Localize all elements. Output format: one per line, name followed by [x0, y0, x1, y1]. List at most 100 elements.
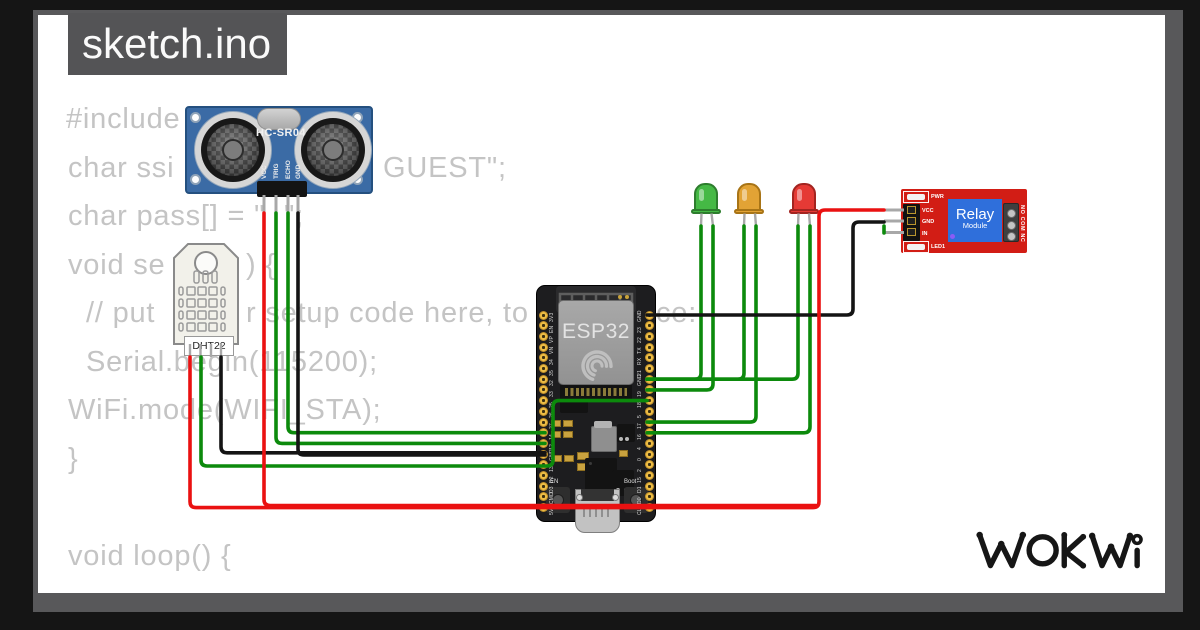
esp32-smd-dot — [625, 437, 629, 441]
esp32-pin-label: 5 — [637, 415, 643, 419]
esp32-pin[interactable] — [644, 481, 654, 491]
esp32-pin[interactable] — [539, 374, 548, 384]
esp32-pin-label: 22 — [637, 337, 643, 344]
esp32-pin[interactable] — [539, 471, 548, 480]
esp32-pin[interactable] — [539, 310, 548, 320]
esp32-pin[interactable] — [644, 406, 654, 416]
esp32-pin-label: 5V — [548, 508, 555, 515]
code-text: GUEST"; — [383, 151, 507, 184]
dht22-label: DHT22 — [184, 336, 234, 356]
esp32-label: ESP32 — [562, 320, 630, 343]
esp32-usb-top — [581, 489, 614, 501]
esp32-pin[interactable] — [539, 449, 548, 459]
esp32-pin-label: 26 — [548, 412, 555, 419]
esp32-pin-label: 3V3 — [548, 312, 555, 323]
esp32-pin[interactable] — [539, 342, 548, 352]
dht22-body[interactable] — [171, 241, 241, 347]
code-text: char ssi — [68, 151, 175, 184]
yellow-led[interactable] — [734, 183, 764, 214]
hcsr04-screw-hole — [190, 174, 201, 185]
relay-subtitle: Module — [962, 221, 988, 230]
esp32-pin-label: 35 — [548, 369, 555, 376]
esp32-regulator-tab — [594, 421, 612, 428]
esp32-pin[interactable] — [644, 374, 654, 384]
esp32-pin[interactable] — [644, 364, 654, 373]
hcsr04-pin-label: GND — [295, 164, 302, 179]
code-text: } — [68, 442, 79, 475]
esp32-pin[interactable] — [644, 385, 654, 395]
esp32-pin-label: D2 — [548, 475, 555, 483]
esp32-pin[interactable] — [644, 438, 654, 448]
esp32-pin[interactable] — [539, 417, 548, 427]
esp32-pin-label: 27 — [548, 423, 555, 429]
esp32-boot-label: Boot — [624, 479, 637, 485]
relay-screw-terminal — [1003, 203, 1019, 242]
hcsr04-transducer-right — [294, 111, 372, 189]
esp32-pin-label: GND — [548, 449, 555, 462]
relay-pwr-resistor — [903, 191, 929, 203]
relay-led1-component — [903, 241, 929, 253]
relay-pwr-label: PWR — [931, 194, 944, 200]
esp32-pin[interactable] — [539, 364, 548, 373]
esp32-pin[interactable] — [644, 428, 654, 438]
esp32-pin[interactable] — [539, 406, 548, 416]
esp32-pin-label: 15 — [637, 476, 643, 483]
esp32-usb-screw — [576, 494, 583, 501]
esp32-pin-label: 0 — [637, 458, 643, 462]
esp32-pin-label: EN — [548, 325, 555, 333]
esp32-pin[interactable] — [644, 353, 654, 363]
relay-module-box: Relay Module — [948, 199, 1002, 242]
esp32-pin[interactable] — [644, 321, 654, 331]
code-text: #include — [66, 103, 181, 135]
esp32-pin-label: RX — [637, 357, 643, 365]
relay-pin-label: IN — [922, 230, 928, 237]
esp32-pin[interactable] — [644, 310, 654, 320]
esp32-pin-label: 32 — [548, 380, 555, 387]
esp32-pin-label: 18 — [637, 401, 643, 408]
esp32-pin-label: 14 — [548, 433, 555, 440]
relay-pin-pad — [907, 206, 916, 214]
relay-pin-label: VCC — [922, 207, 934, 214]
esp32-smd — [564, 455, 574, 462]
esp32-regulator — [591, 426, 617, 452]
esp32-pin[interactable] — [539, 481, 548, 491]
esp32-pin[interactable] — [644, 331, 654, 341]
esp32-usb-screw — [612, 494, 619, 501]
sketch-title: sketch.ino — [68, 13, 287, 75]
esp32-pin[interactable] — [539, 438, 548, 448]
red-led[interactable] — [789, 183, 819, 214]
esp32-pin[interactable] — [644, 342, 654, 352]
esp32-pin-label: 4 — [637, 447, 643, 451]
hcsr04-pin-header — [257, 181, 307, 197]
esp32-smd-block — [560, 396, 588, 413]
esp32-pin-label: D0 — [637, 497, 643, 504]
esp32-pin[interactable] — [539, 331, 548, 341]
esp32-smd-dot — [619, 437, 623, 441]
esp32-pin[interactable] — [644, 492, 654, 502]
esp32-pin-label: CMD — [548, 491, 555, 504]
esp32-pin-label: 23 — [637, 326, 643, 333]
hcsr04-pin-label: TRIG — [273, 163, 280, 179]
relay-pin-pad — [907, 228, 916, 236]
hcsr04-pin-label: VCC — [261, 165, 268, 179]
green-led[interactable] — [691, 183, 721, 214]
esp32-smd — [563, 420, 573, 427]
esp32-pin[interactable] — [644, 471, 654, 480]
esp32-smd — [563, 431, 573, 438]
esp32-pin[interactable] — [644, 449, 654, 459]
esp32-pin-label: D1 — [637, 486, 643, 494]
esp32-usb-ridges — [583, 504, 612, 517]
esp32-pin-label: 33 — [548, 390, 555, 397]
esp32-pin[interactable] — [644, 460, 654, 470]
relay-pin-pad — [907, 217, 916, 225]
esp32-pin[interactable] — [644, 396, 654, 406]
relay-indicator-dot — [950, 234, 955, 239]
esp32-pin[interactable] — [644, 503, 654, 513]
esp32-pin-label: CLK — [637, 504, 643, 515]
wokwi-logo — [976, 531, 1143, 569]
esp32-pin-label: VN — [548, 346, 555, 355]
code-text: void se — [68, 248, 166, 281]
esp32-pin-label: 34 — [548, 358, 555, 365]
esp32-pin[interactable] — [644, 417, 654, 427]
